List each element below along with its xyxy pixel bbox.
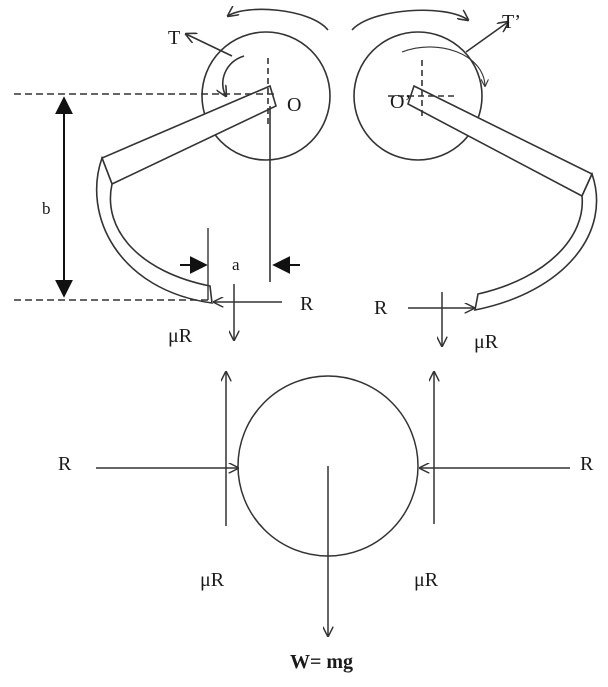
torque-right-label: T’ — [502, 11, 521, 33]
torque-left-label: T — [168, 27, 180, 49]
ball-free-body — [96, 372, 570, 636]
weight-label: W= mg — [290, 651, 353, 673]
pivot-right-label: O’ — [390, 91, 411, 113]
left-inner-rotation-arrow — [223, 55, 245, 96]
right-tension-arrow — [465, 22, 508, 53]
left-jaw-normal-label: R — [300, 293, 314, 315]
right-inner-rotation-arrow — [401, 46, 485, 86]
left-jaw-friction-label: μR — [168, 325, 193, 347]
dimension-lines — [14, 93, 300, 301]
ball-right-friction-label: μR — [414, 569, 439, 591]
left-tension-arrow — [186, 34, 233, 57]
right-gripper — [351, 9, 598, 312]
jaw-contact-forces — [214, 284, 474, 346]
ball-left-normal-label: R — [58, 453, 72, 475]
left-gripper — [95, 9, 331, 304]
right-rotation-arrow — [351, 9, 468, 31]
right-jaw — [473, 171, 598, 312]
right-jaw-friction-label: μR — [474, 331, 499, 353]
ball-right-normal-label: R — [580, 453, 594, 475]
right-pulley — [353, 31, 483, 161]
left-jaw — [95, 155, 213, 304]
dimension-b-label: b — [42, 199, 51, 218]
left-pulley — [201, 31, 331, 161]
dimension-a-label: a — [232, 255, 240, 274]
left-arm — [100, 84, 277, 186]
ball-left-friction-label: μR — [200, 569, 225, 591]
left-rotation-arrow — [228, 9, 329, 31]
pivot-left-label: O — [287, 94, 301, 116]
right-jaw-normal-label: R — [374, 297, 388, 319]
right-arm — [407, 84, 594, 198]
